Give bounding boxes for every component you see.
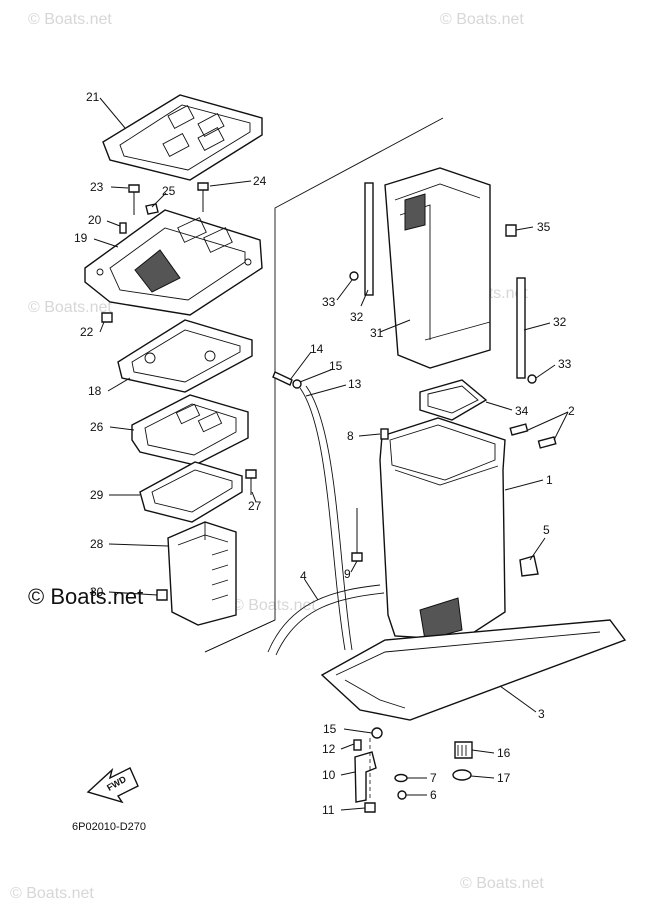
bracket-10: [354, 751, 377, 803]
bolt-23: [128, 184, 140, 215]
callout-21: 21: [86, 90, 100, 104]
bolt-30: [156, 589, 168, 601]
pin-20: [119, 222, 127, 234]
callout-31: 31: [370, 326, 384, 340]
watermark: © Boats.net: [28, 299, 112, 316]
callout-33: 33: [322, 295, 336, 309]
callout-4: 4: [300, 569, 307, 583]
fwd-arrow-icon: FWD: [86, 767, 139, 804]
callout-33b: 33: [558, 357, 572, 371]
inner-housing-31: [384, 167, 491, 369]
watermark-main: © Boats.net: [28, 584, 143, 609]
callout-9: 9: [344, 567, 351, 581]
gasket-34: [419, 379, 488, 421]
callout-25: 25: [162, 184, 176, 198]
callout-23: 23: [90, 180, 104, 194]
cavitation-plate-3: [320, 619, 627, 721]
callout-7: 7: [430, 771, 437, 785]
callout-14: 14: [310, 342, 324, 356]
callout-26: 26: [90, 420, 104, 434]
callout-28: 28: [90, 537, 104, 551]
clamp-15-lower: [371, 727, 383, 739]
leader-lines: [93, 97, 569, 811]
watermark: © Boats.net: [28, 11, 112, 28]
ring-17: [452, 769, 472, 781]
callout-34: 34: [515, 404, 529, 418]
callout-13: 13: [348, 377, 362, 391]
screw-6: [397, 790, 407, 800]
plate-26: [131, 394, 249, 466]
callout-15: 15: [329, 359, 343, 373]
clamp-15: [292, 379, 302, 389]
callout-8: 8: [347, 429, 354, 443]
callout-18: 18: [88, 384, 102, 398]
water-tube-13: [299, 385, 353, 651]
watermark: © Boats.net: [10, 885, 94, 902]
dowel-2a: [509, 423, 529, 436]
callout-17: 17: [497, 771, 511, 785]
anode-5: [519, 555, 539, 577]
callout-1: 1: [546, 473, 553, 487]
bolt-9: [351, 508, 363, 562]
upper-casing-1: [379, 417, 506, 641]
callout-16: 16: [497, 746, 511, 760]
callout-12: 12: [322, 742, 336, 756]
callout-27: 27: [248, 499, 262, 513]
gasket-29: [139, 461, 243, 523]
callout-11: 11: [322, 803, 335, 817]
callout-20: 20: [88, 213, 102, 227]
bolt-22: [101, 312, 113, 323]
bolt-24: [197, 182, 209, 212]
callout-35: 35: [537, 220, 551, 234]
watermark: © Boats.net: [460, 875, 544, 892]
filter-16: [454, 741, 473, 759]
callout-5: 5: [543, 523, 550, 537]
callout-22: 22: [80, 325, 94, 339]
callout-32b: 32: [553, 315, 567, 329]
pin-12: [353, 739, 362, 751]
washer-7: [394, 773, 408, 783]
callout-30: 30: [90, 585, 104, 599]
rubber-strip-4: [267, 584, 385, 656]
seal-strip-32-right: [516, 277, 526, 379]
inset-frame-lower: [204, 619, 276, 653]
callout-32: 32: [350, 310, 364, 324]
callout-3: 3: [538, 707, 545, 721]
bolt-35: [505, 224, 517, 237]
bolt-11: [364, 802, 376, 813]
bolt-27: [245, 469, 257, 495]
nut-33b: [527, 374, 537, 384]
diagram-code: 6P02010-D270: [72, 821, 146, 833]
callout-6: 6: [430, 788, 437, 802]
callout-29: 29: [90, 488, 104, 502]
exhaust-pipe-28: [167, 521, 237, 626]
bolt-25: [145, 203, 159, 215]
watermark: © Boats.net: [232, 597, 316, 614]
fitting-14: [272, 371, 293, 386]
callout-2: 2: [568, 404, 575, 418]
callout-19: 19: [74, 231, 88, 245]
seal-strip-32-left: [364, 182, 374, 296]
watermark: © Boats.net: [440, 11, 524, 28]
gasket-18: [117, 319, 253, 393]
dowel-2b: [537, 436, 557, 449]
callout-24: 24: [253, 174, 267, 188]
pin-8: [380, 428, 389, 440]
callout-10: 10: [322, 768, 336, 782]
gasket-21: [102, 94, 263, 181]
exhaust-guide-19: [84, 209, 263, 316]
nut-33: [349, 271, 359, 281]
callout-15-lower: 15: [323, 722, 337, 736]
